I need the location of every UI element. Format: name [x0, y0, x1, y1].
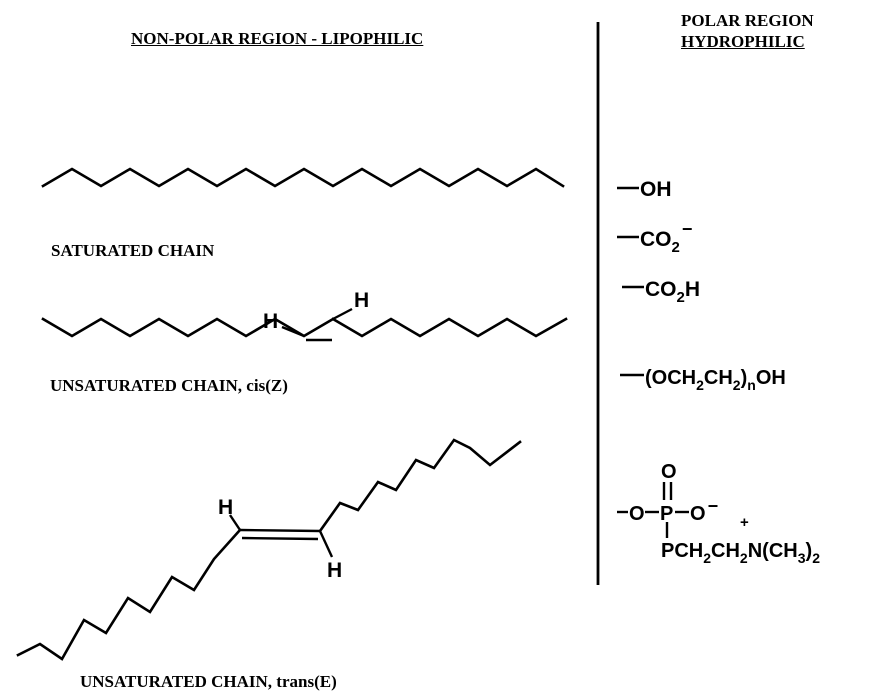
polyether-text: (OCH2CH2)nOH: [645, 367, 786, 393]
carboxylate-text: CO2−: [640, 219, 692, 256]
trans-chain-label: UNSATURATED CHAIN, trans(E): [80, 672, 337, 691]
phosphate-oxygen-left: O: [629, 503, 645, 525]
choline-text: PCH2CH2N(CH3)2: [661, 540, 820, 566]
cis-h-bond-left: [281, 325, 305, 338]
cis-hydrogen-left: H: [263, 310, 278, 333]
trans-chain-lower: [16, 528, 242, 661]
hydroxyl-text: OH: [640, 178, 672, 201]
phosphocholine-group: O O P O− + PCH2CH2N(CH3)2: [617, 461, 820, 566]
phosphorus-atom: P: [660, 503, 673, 525]
cis-chain-left: [41, 317, 335, 338]
trans-h-bond-left: [229, 514, 241, 531]
cis-chain-label: UNSATURATED CHAIN, cis(Z): [50, 376, 288, 395]
polyether-group: (OCH2CH2)nOH: [620, 367, 786, 393]
trans-hydrogen-right: H: [327, 559, 342, 582]
hydroxyl-group: OH: [617, 178, 672, 201]
trans-chain-upper: [318, 438, 522, 533]
trans-double-bond-line-1: [239, 528, 321, 533]
trans-h-bond-right: [318, 530, 334, 558]
cis-chain-right: [331, 317, 568, 338]
choline-charge: +: [740, 514, 749, 531]
carboxylate-group: CO2−: [617, 219, 692, 256]
carboxylic-acid-text: CO2H: [645, 278, 700, 306]
cis-hydrogen-right: H: [354, 289, 369, 312]
saturated-chain: [41, 167, 565, 188]
phosphate-oxygen-top: O: [661, 461, 677, 483]
phosphate-oxygen-right: O−: [690, 496, 718, 525]
cis-h-bond-right: [332, 307, 353, 321]
nonpolar-region-heading: NON-POLAR REGION - LIPOPHILIC: [131, 29, 424, 48]
trans-double-bond-line-2: [241, 536, 319, 541]
saturated-chain-label: SATURATED CHAIN: [51, 241, 215, 260]
trans-hydrogen-left: H: [218, 496, 233, 519]
hydrophilic-heading: HYDROPHILIC: [681, 32, 805, 51]
polar-region-heading: POLAR REGION: [681, 11, 814, 30]
carboxylic-acid-group: CO2H: [622, 278, 700, 306]
